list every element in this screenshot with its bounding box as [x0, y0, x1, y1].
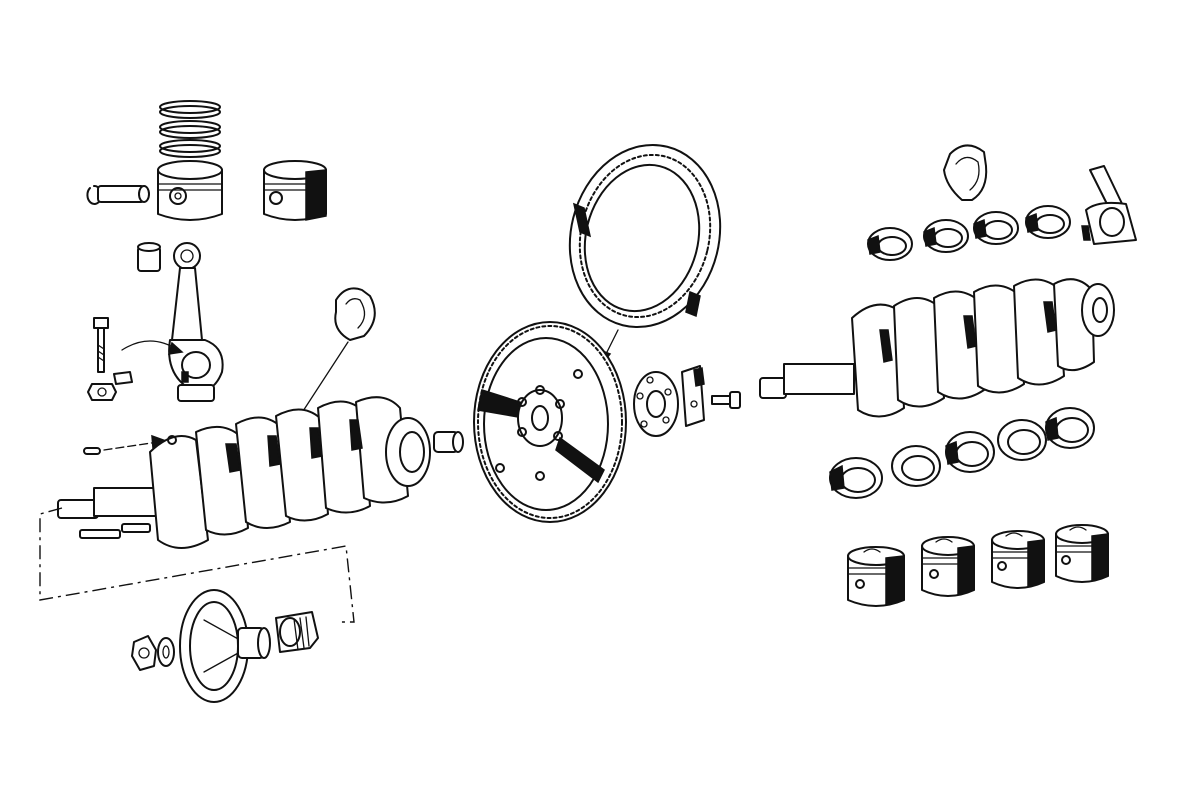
big-end-bolt: [93, 317, 109, 373]
piston: [991, 530, 1045, 589]
main-bearings: [829, 407, 1095, 499]
rod-arrow: [121, 340, 184, 355]
flywheel-plate: [633, 371, 679, 437]
piston: [1055, 524, 1109, 583]
washer: [157, 637, 175, 667]
bearing-shell: [867, 227, 913, 261]
bearing-shell: [945, 431, 995, 473]
bearing-shell: [1045, 407, 1095, 449]
small-end-bush: [137, 242, 161, 272]
pulley-nut: [131, 635, 157, 671]
bearing-shell: [829, 457, 883, 499]
thrust-washer-right: [943, 144, 988, 201]
starter-ring-gear: [568, 143, 722, 329]
nut: [87, 383, 117, 401]
flywheel: [473, 321, 627, 523]
piston: [157, 160, 223, 221]
thrust-washer: [334, 287, 376, 341]
big-end-bearings: [867, 205, 1071, 261]
piston: [847, 546, 905, 607]
bearing-shell: [891, 445, 941, 487]
assembly-bracket: [39, 507, 355, 623]
spigot-bush: [433, 431, 464, 453]
flywheel-lock-plate: [681, 365, 705, 427]
flywheel-bolt: [711, 391, 741, 409]
lock-tab: [113, 371, 133, 385]
piston-rings: [159, 100, 221, 158]
bearing-shell: [1025, 205, 1071, 239]
piston-set: [847, 524, 1109, 607]
piston: [921, 536, 975, 597]
crankshaft-assembled: [759, 278, 1115, 418]
dowel: [83, 447, 101, 455]
gudgeon-pin: [97, 185, 150, 203]
piston-alt: [263, 160, 327, 221]
woodruff-keys: [79, 523, 151, 539]
rod-assembly: [1081, 165, 1137, 245]
connecting-rod: [168, 242, 224, 402]
timing-gear: [275, 611, 319, 653]
bearing-shell: [923, 219, 969, 253]
crankshaft-pulley: [179, 589, 271, 703]
bearing-shell: [973, 211, 1019, 245]
bearing-shell: [997, 419, 1047, 461]
crankshaft: [57, 396, 431, 549]
